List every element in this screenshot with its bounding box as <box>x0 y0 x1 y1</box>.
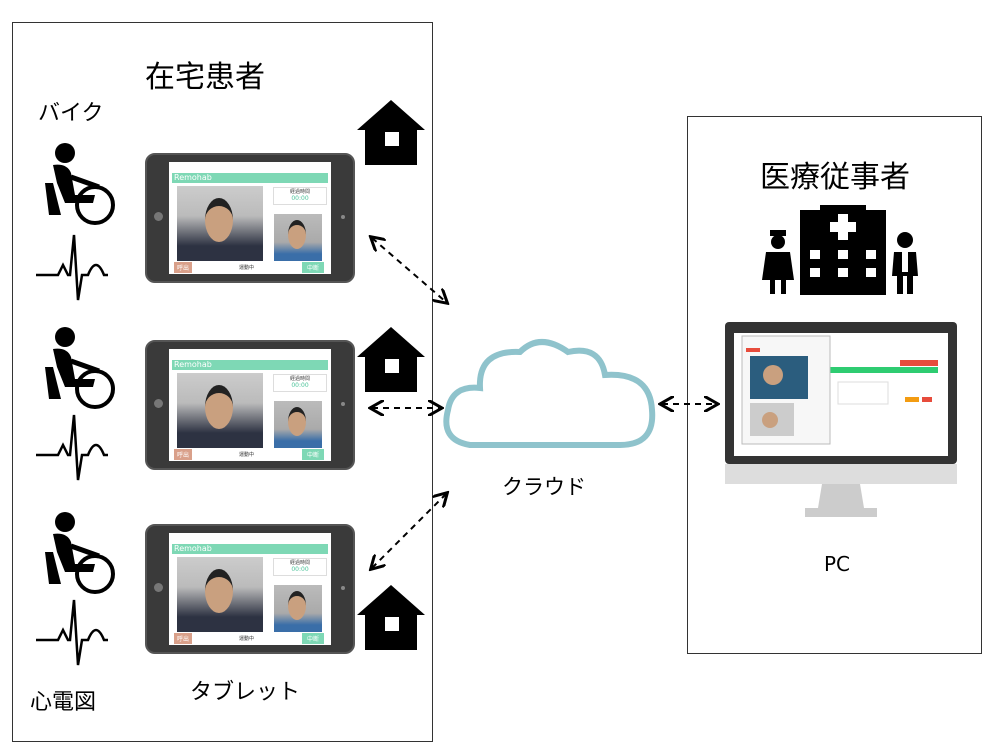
status-text: 運動中 <box>239 265 255 271</box>
stop-button[interactable]: 中断 <box>302 449 325 460</box>
camera-icon <box>154 212 163 221</box>
cloud-label: クラウド <box>502 475 586 499</box>
staff-video <box>274 401 322 448</box>
call-button[interactable]: 呼出 <box>174 449 193 460</box>
pc-label: PC <box>824 552 851 576</box>
status-text: 運動中 <box>239 636 255 642</box>
cloud-icon <box>443 339 656 448</box>
patient-video <box>177 557 263 632</box>
staff-video <box>274 585 322 632</box>
bike-label: バイク <box>38 101 104 126</box>
patient-video <box>177 373 263 448</box>
status-text: 運動中 <box>239 452 255 458</box>
tablet-label: タブレット <box>190 680 301 705</box>
sensor-icon <box>341 215 345 219</box>
sensor-icon <box>341 402 345 406</box>
camera-icon <box>154 583 163 592</box>
ecg-label: 心電図 <box>30 690 97 715</box>
stop-button[interactable]: 中断 <box>302 262 325 273</box>
call-button[interactable]: 呼出 <box>174 633 193 644</box>
patient-video <box>177 186 263 261</box>
app-bar: Remohab <box>172 173 328 183</box>
staff-video <box>274 214 322 261</box>
app-bar: Remohab <box>172 360 328 370</box>
medical-staff-title: 医療従事者 <box>760 160 910 195</box>
sensor-icon <box>341 586 345 590</box>
elapsed-value: 00:00 <box>291 566 309 573</box>
home-patient-title: 在宅患者 <box>145 60 265 95</box>
call-button[interactable]: 呼出 <box>174 262 193 273</box>
elapsed-label: 経過時間 <box>289 560 310 566</box>
app-bar: Remohab <box>172 544 328 554</box>
camera-icon <box>154 399 163 408</box>
elapsed-label: 経過時間 <box>289 189 310 195</box>
elapsed-value: 00:00 <box>291 195 309 202</box>
elapsed-value: 00:00 <box>291 382 309 389</box>
elapsed-label: 経過時間 <box>289 376 310 382</box>
stop-button[interactable]: 中断 <box>302 633 325 644</box>
